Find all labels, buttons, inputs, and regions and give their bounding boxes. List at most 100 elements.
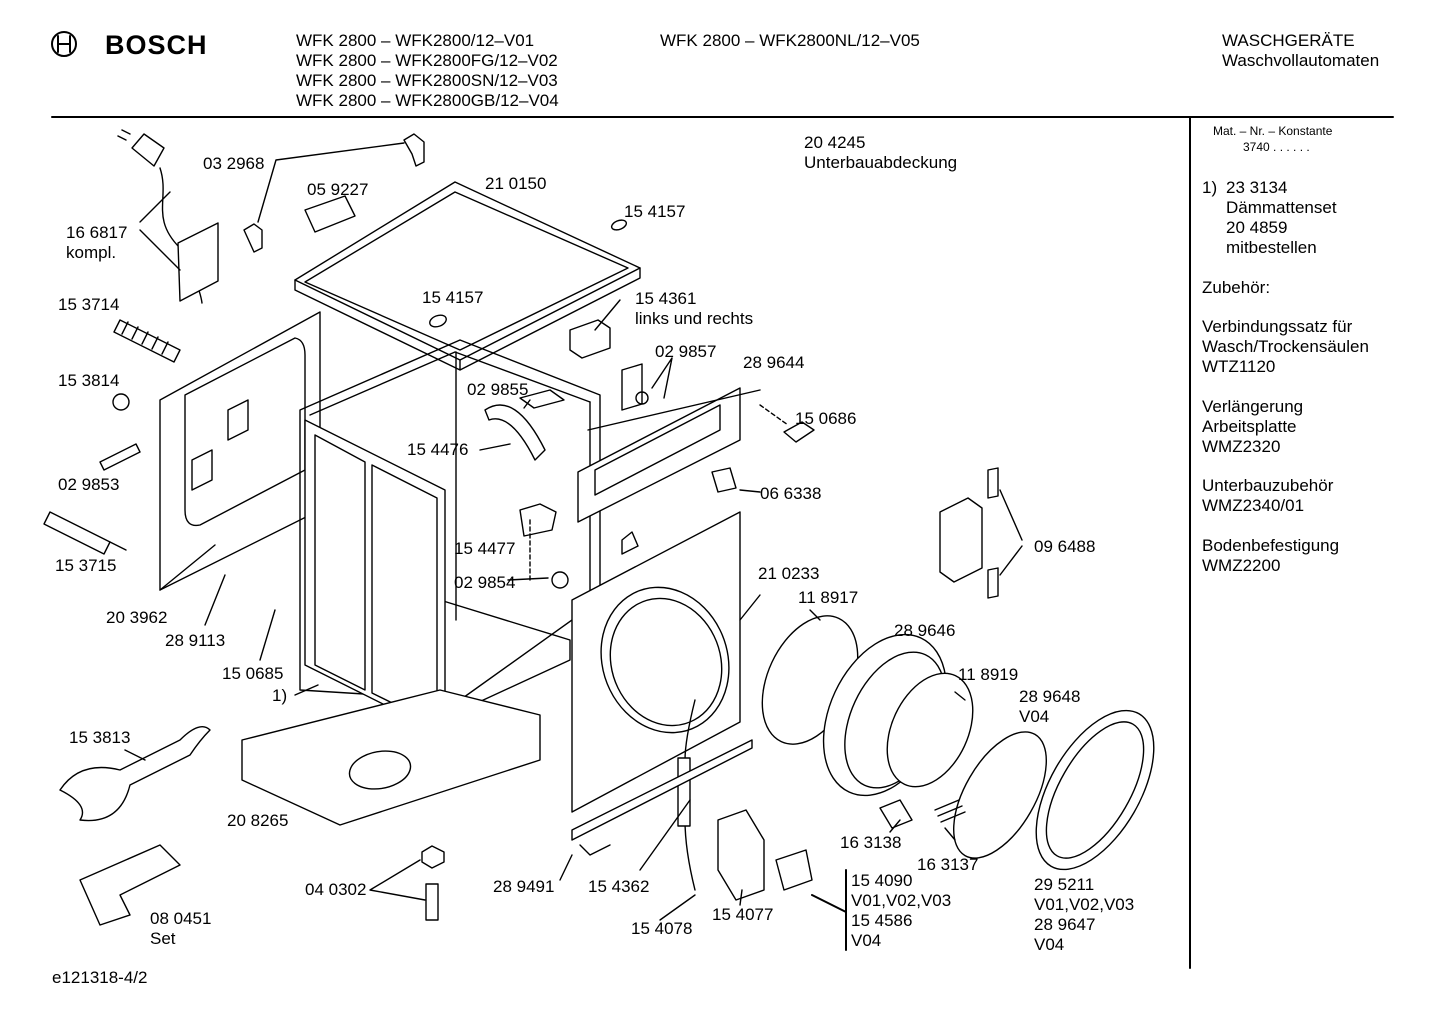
part-number: 15 4090 <box>851 871 913 890</box>
model-line: WFK 2800 – WFK2800FG/12–V02 <box>296 51 558 70</box>
part-label: 11 8919 <box>958 665 1019 684</box>
control-panel-bar <box>577 387 741 523</box>
accessory-line: WMZ2340/01 <box>1202 496 1305 515</box>
switch-icon <box>775 849 813 891</box>
part-number: 08 0451 <box>150 909 212 928</box>
part-label: 20 4245 Unterbauabdeckung <box>804 133 957 173</box>
part-label: 16 3137 <box>917 855 979 874</box>
part-label: 28 9644 <box>743 353 805 372</box>
accessory-item: Bodenbefestigung WMZ2200 <box>1202 536 1339 576</box>
accessory-line: Verbindungssatz für <box>1202 317 1353 336</box>
part-label: 04 0302 <box>305 880 367 899</box>
pins-icon <box>987 467 999 599</box>
hinge-pin-icon <box>879 799 913 829</box>
part-label: 16 6817 kompl. <box>66 223 127 263</box>
model-line: WFK 2800 – WFK2800SN/12–V03 <box>296 71 558 90</box>
front-door-panel <box>571 511 741 813</box>
nut-icon <box>112 393 130 411</box>
arm-icon <box>484 404 546 461</box>
model-line: WFK 2800 – WFK2800GB/12–V04 <box>296 91 559 110</box>
mat-label: Mat. – Nr. – Konstante <box>1213 124 1333 138</box>
models-left: WFK 2800 – WFK2800/12–V01 WFK 2800 – WFK… <box>296 31 559 111</box>
part-description: links und rechts <box>635 309 754 328</box>
accessory-line: WMZ2320 <box>1202 437 1281 456</box>
part-label: 1) <box>272 686 288 705</box>
accessory-line: WMZ2200 <box>1202 556 1281 575</box>
part-label: 11 8917 <box>798 588 859 607</box>
part-label: 15 4477 <box>454 539 516 558</box>
part-label: 15 3715 <box>55 556 117 575</box>
accessories-heading: Zubehör: <box>1202 278 1271 297</box>
accessory-line: Arbeitsplatte <box>1202 417 1297 436</box>
clip-icon <box>243 133 425 253</box>
part-label: 15 4157 <box>624 202 686 221</box>
part-number: 29 5211 <box>1034 875 1095 894</box>
latch-icon <box>783 421 815 443</box>
accessory-line: Unterbauzubehör <box>1202 476 1334 495</box>
part-variant: V01,V02,V03 <box>1034 895 1135 914</box>
part-label: 02 9857 <box>655 342 717 361</box>
category: WASCHGERÄTE <box>1222 31 1355 50</box>
accessory-line: Wasch/Trockensäulen <box>1202 337 1369 356</box>
part-description: Unterbauabdeckung <box>804 153 958 172</box>
outer-ring <box>1035 709 1155 871</box>
part-number: 28 9648 <box>1019 687 1081 706</box>
part-label: 16 3138 <box>840 833 902 852</box>
brand-name: BOSCH <box>105 30 208 60</box>
part-label: 28 9113 <box>165 631 226 650</box>
wrench-icon <box>59 726 211 822</box>
category-block: WASCHGERÄTE Waschvollautomaten <box>1222 31 1379 71</box>
diagram-code: e121318-4/2 <box>52 968 148 987</box>
part-label: 15 0686 <box>795 409 857 428</box>
plug-icon <box>429 314 447 328</box>
bosch-logo-icon <box>51 31 77 57</box>
part-label: 15 4157 <box>422 288 484 307</box>
part-label: 08 0451 Set <box>150 909 211 949</box>
part-label: 02 9853 <box>58 475 120 494</box>
note-line: 20 4859 <box>1226 218 1288 237</box>
side-panel-left <box>159 311 321 591</box>
part-label: 15 3814 <box>58 371 120 390</box>
part-variant: V04 <box>851 931 882 950</box>
part-description: kompl. <box>66 243 117 262</box>
power-cable-icon <box>117 129 219 304</box>
accessory-item: Unterbauzubehör WMZ2340/01 <box>1202 476 1333 516</box>
front-side-panel <box>304 419 446 736</box>
part-label: 15 0685 <box>222 664 284 683</box>
part-number: 20 4245 <box>804 133 866 152</box>
part-label: 15 4476 <box>407 440 469 459</box>
part-label: 28 9648 V04 <box>1019 687 1080 727</box>
connector-icon <box>569 319 611 359</box>
top-cover <box>294 181 641 371</box>
mounting-bracket <box>939 497 983 583</box>
door-lock-icon <box>717 809 765 901</box>
model-line: WFK 2800 – WFK2800NL/12–V05 <box>660 31 920 50</box>
note-line: 23 3134 <box>1226 178 1288 197</box>
part-label: 20 8265 <box>227 811 289 830</box>
model-line: WFK 2800 – WFK2800/12–V01 <box>296 31 535 50</box>
base-plate <box>241 689 541 826</box>
lock-button-icon <box>711 467 737 493</box>
accessory-line: Bodenbefestigung <box>1202 536 1340 555</box>
spring-small-icon <box>934 799 966 823</box>
part-label: 29 5211 V01,V02,V03 28 9647 V04 <box>1034 875 1134 955</box>
part-label: 09 6488 <box>1034 537 1096 556</box>
subcategory: Waschvollautomaten <box>1222 51 1380 70</box>
part-label: 15 4362 <box>588 877 650 896</box>
part-variant: V04 <box>1019 707 1050 726</box>
glass-seal <box>952 731 1048 859</box>
part-label: 15 3714 <box>58 295 120 314</box>
note-line: Dämmattenset <box>1226 198 1337 217</box>
part-label: 06 6338 <box>760 484 822 503</box>
part-number: 15 4361 <box>635 289 697 308</box>
part-label: 15 4361 links und rechts <box>635 289 753 329</box>
part-description: Set <box>150 929 176 948</box>
leader-lines <box>124 299 966 951</box>
part-label: 15 4090 V01,V02,V03 15 4586 V04 <box>851 871 951 951</box>
hinge-icon <box>621 531 639 555</box>
part-label: 03 2968 <box>203 154 265 173</box>
part-variant: V04 <box>1034 935 1065 954</box>
part-variant: V01,V02,V03 <box>851 891 952 910</box>
handle-icon <box>304 195 356 233</box>
